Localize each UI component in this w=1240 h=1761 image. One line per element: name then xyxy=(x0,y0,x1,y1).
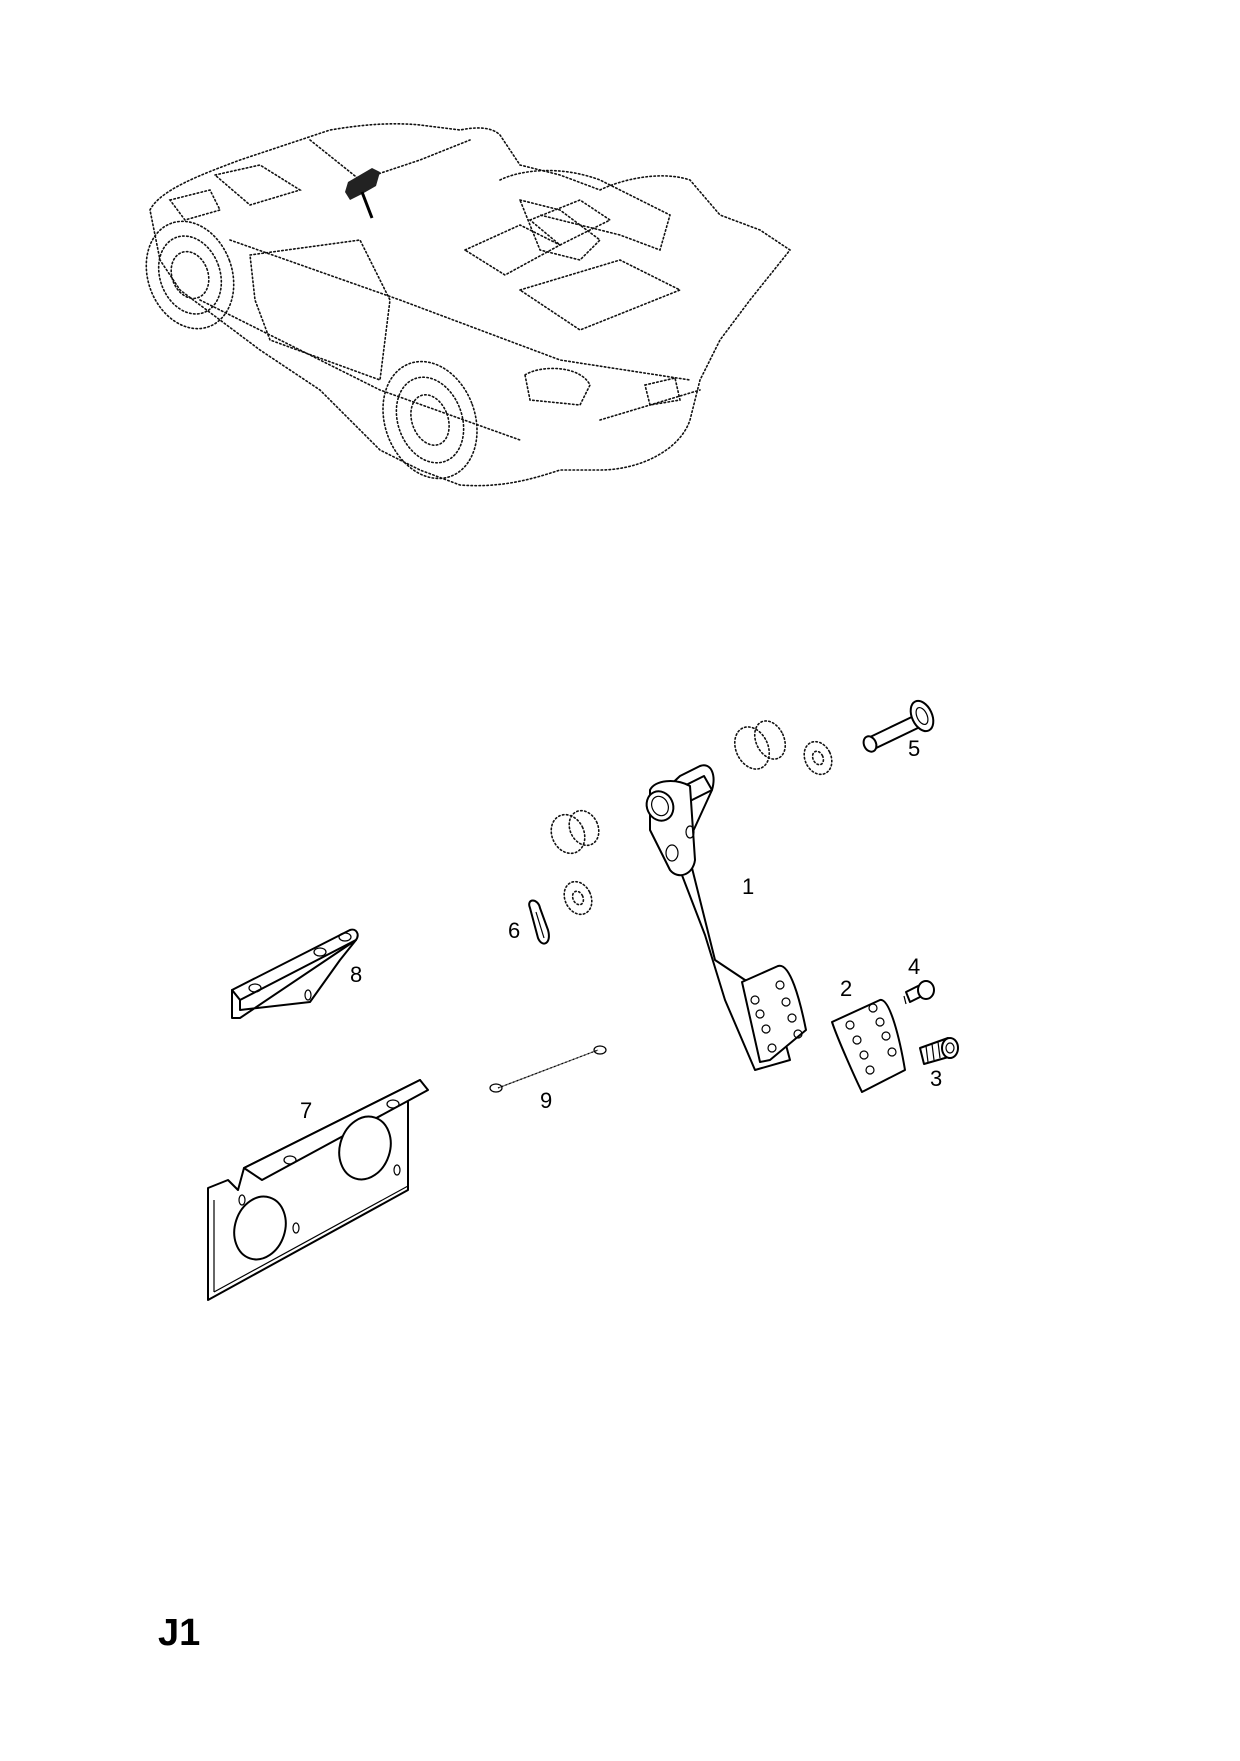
rivet-part xyxy=(903,980,935,1005)
callout-4: 4 xyxy=(908,954,921,979)
retaining-clip-part xyxy=(528,899,550,945)
callout-7: 7 xyxy=(300,1098,313,1123)
mounting-plate-part xyxy=(207,1079,429,1301)
callout-9: 9 xyxy=(540,1088,553,1113)
callout-1: 1 xyxy=(742,874,755,899)
pedal-arm-pad-holes xyxy=(750,980,803,1053)
callout-6: 6 xyxy=(508,918,521,943)
car-body-outline xyxy=(149,123,792,487)
return-spring-part xyxy=(489,1045,607,1093)
screw-part xyxy=(919,1037,959,1065)
bush-upper-small xyxy=(803,740,833,776)
rear-wheel xyxy=(382,360,478,480)
callout-8: 8 xyxy=(350,962,363,987)
pivot-bolt-part xyxy=(862,699,935,753)
callout-5: 5 xyxy=(908,736,921,761)
callout-2: 2 xyxy=(840,976,853,1001)
callout-3: 3 xyxy=(930,1066,943,1091)
front-wheel xyxy=(145,220,235,330)
bush-lower-small xyxy=(563,880,593,916)
pedal-location-marker xyxy=(345,168,380,219)
pedal-pad-part xyxy=(831,999,906,1093)
page-code-label: J1 xyxy=(158,1612,201,1654)
pedal-arm-part xyxy=(645,764,807,1071)
bracket-part xyxy=(231,928,359,1019)
bush-upper-large xyxy=(733,720,787,770)
bush-lower-large xyxy=(550,809,600,855)
